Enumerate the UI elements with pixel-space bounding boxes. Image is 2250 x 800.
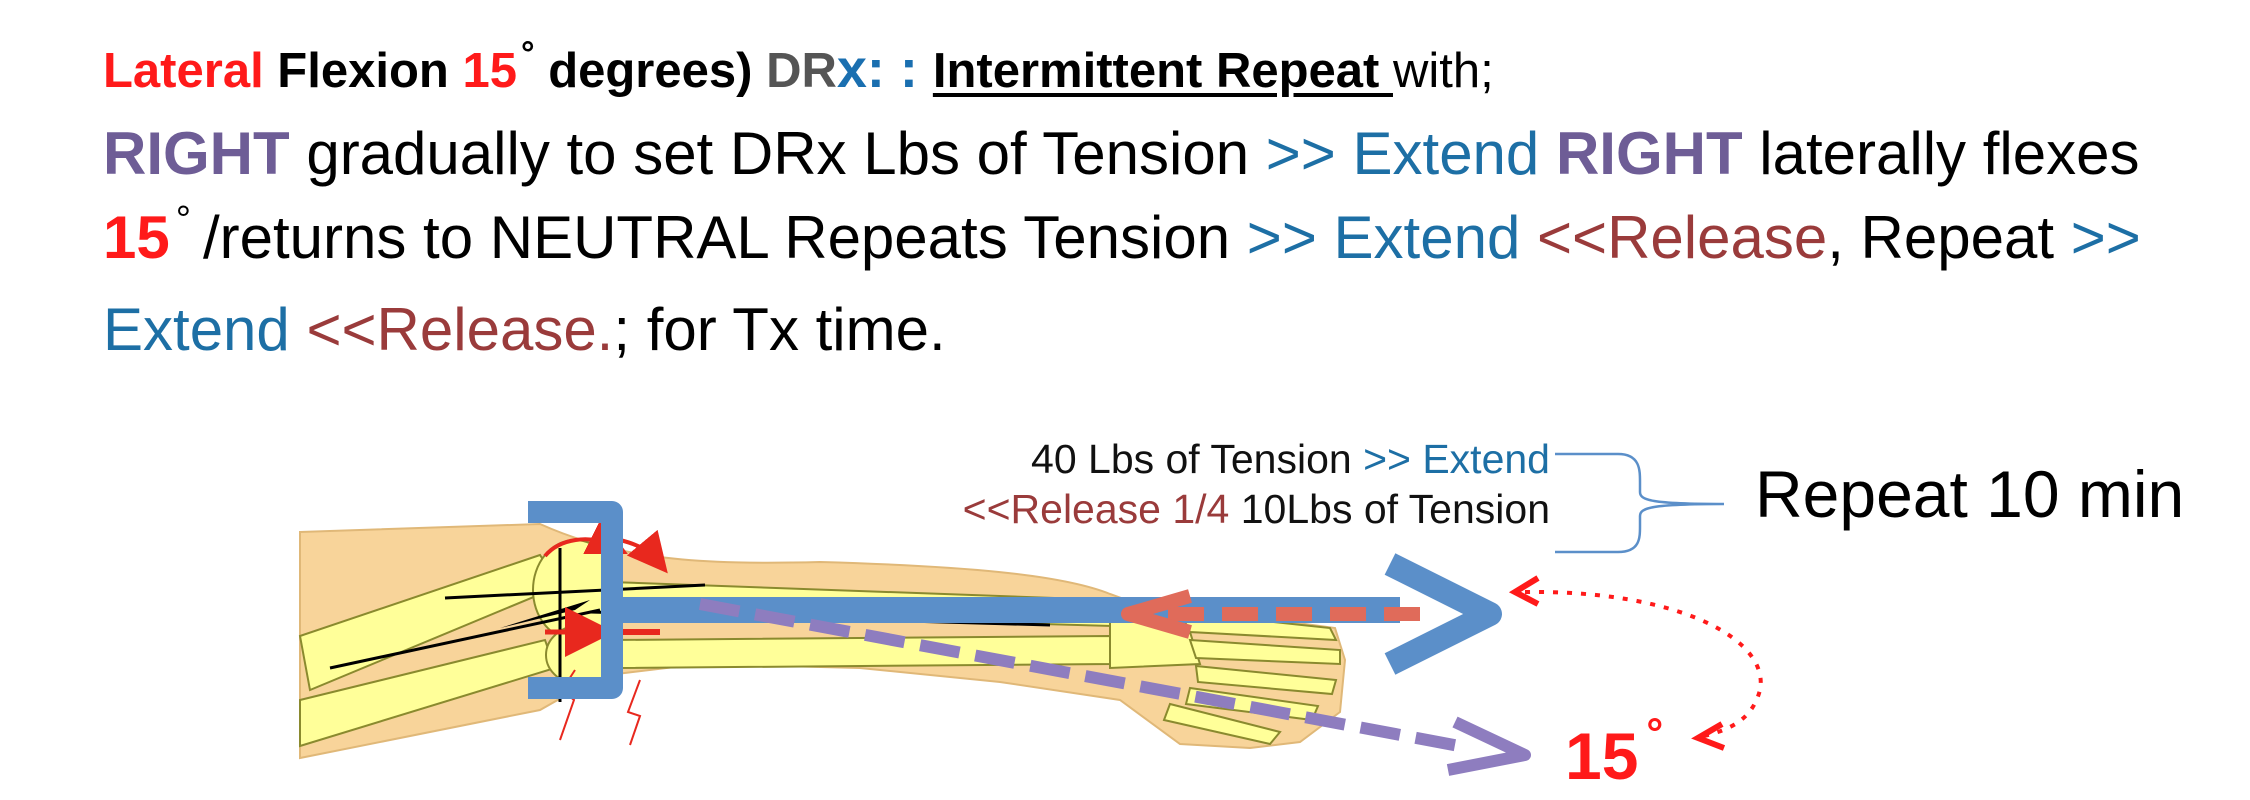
blue-extend-arrow-icon: [612, 553, 1502, 675]
tension-label-line-1: 40 Lbs of Tension >> Extend: [1031, 436, 1550, 483]
tension-release: <<Release 1/4: [962, 486, 1241, 532]
instruction-line-1: RIGHT gradually to set DRx Lbs of Tensio…: [103, 112, 2223, 196]
tension-10lbs: 10Lbs of Tension: [1240, 486, 1550, 532]
tension-label-line-2: <<Release 1/4 10Lbs of Tension: [963, 486, 1550, 533]
right-label-2: RIGHT: [1555, 120, 1743, 187]
instruction-angle: 15: [103, 204, 170, 271]
instruction-line-3: Extend <<Release.; for Tx time.: [103, 288, 2223, 372]
instruction-text-1: gradually to set DRx Lbs of Tension: [289, 120, 1266, 187]
slide-heading: Lateral Flexion 15° degrees) DRx: : Inte…: [103, 35, 1494, 107]
extend-label-1: >> Extend: [1265, 120, 1556, 187]
instruction-text-2: laterally flexes: [1742, 120, 2140, 187]
extend-label-3: >>: [2070, 204, 2141, 271]
release-label-1: <<Release: [1537, 204, 1828, 271]
heading-x-colon: x: :: [836, 39, 933, 99]
instruction-text-5: ; for Tx time.: [613, 296, 946, 363]
flexion-angle-degree-symbol: °: [1646, 709, 1664, 756]
heading-intermittent-repeat: Intermittent Repeat: [932, 44, 1393, 98]
heading-dr: DR: [766, 44, 837, 98]
heading-lateral: Lateral: [103, 44, 264, 98]
repeat-brace-icon: [1555, 452, 1725, 554]
right-label-1: RIGHT: [103, 120, 290, 187]
heading-flexion: Flexion: [263, 44, 463, 98]
instruction-degree-symbol: °: [175, 199, 191, 241]
repeat-duration-label: Repeat 10 min: [1755, 457, 2185, 531]
extend-label-4: Extend: [103, 296, 307, 363]
red-dashed-release-arrow-icon: [1121, 589, 1420, 639]
heading-degrees-text: degrees): [534, 44, 767, 98]
purple-dashed-flex-arrow-icon: [698, 598, 1531, 776]
instruction-text-3: /returns to NEUTRAL Repeats Tension: [202, 204, 1247, 271]
flexion-angle-value: 15: [1565, 719, 1639, 793]
tension-40lbs: 40 Lbs of Tension: [1031, 436, 1364, 482]
release-label-2: <<Release.: [306, 296, 614, 363]
heading-degree-symbol: °: [520, 35, 535, 73]
tension-extend: >> Extend: [1363, 436, 1550, 482]
heading-angle: 15: [462, 44, 517, 98]
instruction-line-2: 15° /returns to NEUTRAL Repeats Tension >…: [103, 196, 2223, 288]
red-dotted-rotation-arrow-icon: [1508, 575, 1763, 751]
instruction-paragraph: RIGHT gradually to set DRx Lbs of Tensio…: [103, 112, 2223, 372]
flexion-angle-label: 15°: [1565, 709, 1663, 794]
heading-with: with;: [1392, 44, 1494, 98]
instruction-text-4: , Repeat: [1827, 204, 2071, 271]
extend-label-2: >> Extend: [1246, 204, 1537, 271]
